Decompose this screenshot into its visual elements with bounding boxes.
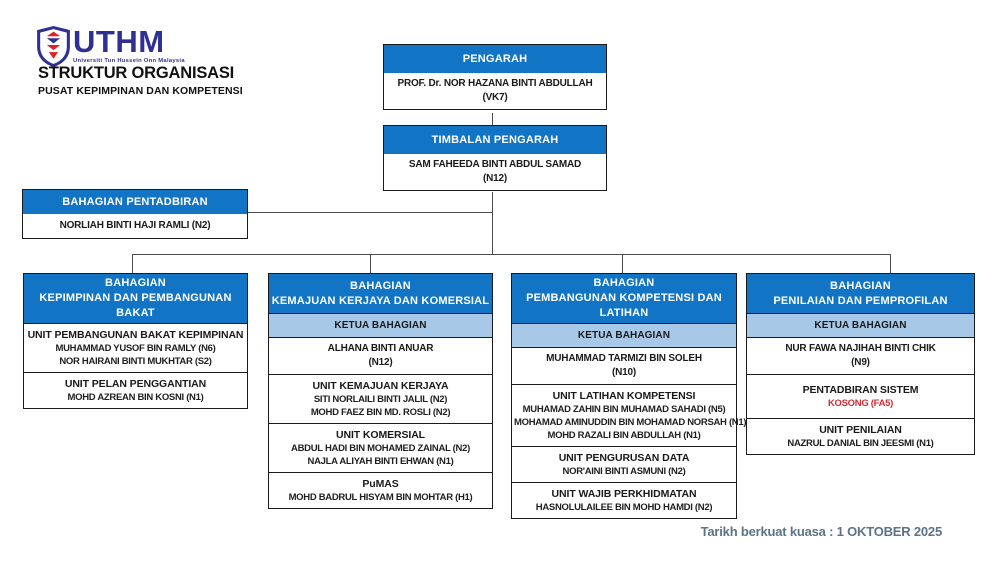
connector-main-horizontal: [132, 254, 891, 255]
unit-title: PENTADBIRAN SISTEM: [802, 384, 919, 396]
unit-member: HASNOLULAILEE BIN MOHD HAMDI (N2): [535, 502, 713, 513]
connector-drop-col2: [370, 254, 371, 273]
unit-title: UNIT PENGURUSAN DATA: [558, 452, 690, 464]
column-header-line2: KEPIMPINAN DAN PEMBANGUNAN BAKAT: [39, 292, 232, 319]
unit-member: NAJLA ALIYAH BINTI EHWAN (N1): [307, 456, 454, 467]
column-header-line1: BAHAGIAN: [350, 279, 411, 292]
effective-date: Tarikh berkuat kuasa : 1 OKTOBER 2025: [700, 524, 943, 539]
unit-member: ABDUL HADI BIN MOHAMED ZAINAL (N2): [291, 443, 470, 454]
column-header: BAHAGIAN PEMBANGUNAN KOMPETENSI DAN LATI…: [512, 274, 736, 323]
unit-section: UNIT WAJIB PERKHIDMATAN HASNOLULAILEE BI…: [512, 482, 736, 518]
column-header-line2: PENILAIAN DAN PEMPROFILAN: [773, 294, 948, 307]
column-header: BAHAGIAN KEPIMPINAN DAN PEMBANGUNAN BAKA…: [24, 274, 247, 323]
org-box-bahagian-penilaian: BAHAGIAN PENILAIAN DAN PEMPROFILAN KETUA…: [746, 273, 975, 455]
column-header-line2: KEMAJUAN KERJAYA DAN KOMERSIAL: [271, 294, 490, 307]
pentadbiran-name: NORLIAH BINTI HAJI RAMLI (N2): [59, 220, 211, 231]
pentadbiran-title: BAHAGIAN PENTADBIRAN: [23, 190, 247, 214]
unit-section: UNIT PENGURUSAN DATA NOR'AINI BINTI ASMU…: [512, 446, 736, 482]
unit-member-vacant: KOSONG (FA5): [827, 398, 893, 409]
ketua-name: ALHANA BINTI ANUAR: [327, 343, 434, 354]
pengarah-title: PENGARAH: [384, 45, 606, 73]
page-title: STRUKTUR ORGANISASI: [38, 64, 235, 82]
uthm-shield-icon: [37, 26, 70, 67]
connector-pentadbiran: [248, 212, 493, 213]
ketua-bahagian-bar: KETUA BAHAGIAN: [747, 313, 974, 337]
org-box-pengarah: PENGARAH PROF. Dr. NOR HAZANA BINTI ABDU…: [383, 44, 607, 110]
unit-section: PuMAS MOHD BADRUL HISYAM BIN MOHTAR (H1): [269, 472, 492, 508]
ketua-name: MUHAMMAD TARMIZI BIN SOLEH: [546, 353, 702, 364]
unit-title: UNIT PENILAIAN: [819, 424, 902, 436]
ketua-grade: (N12): [368, 357, 393, 368]
connector-drop-col1: [132, 254, 133, 273]
unit-title: UNIT PEMBANGUNAN BAKAT KEPIMPINAN: [27, 329, 244, 341]
unit-section: UNIT PELAN PENGGANTIAN MOHD AZREAN BIN K…: [24, 372, 247, 408]
ketua-bahagian-bar: KETUA BAHAGIAN: [512, 323, 736, 347]
unit-member: NAZRUL DANIAL BIN JEESMI (N1): [787, 438, 934, 449]
column-header-line1: BAHAGIAN: [593, 277, 655, 289]
unit-section: UNIT PENILAIAN NAZRUL DANIAL BIN JEESMI …: [747, 418, 974, 454]
ketua-name: NUR FAWA NAJIHAH BINTI CHIK: [785, 343, 936, 354]
connector-pengarah-timbalan: [492, 113, 493, 125]
unit-member: NOR'AINI BINTI ASMUNI (N2): [562, 466, 686, 477]
unit-member: SITI NORLAILI BINTI JALIL (N2): [313, 394, 448, 405]
uthm-logo: UTHM Universiti Tun Hussein Onn Malaysia: [37, 26, 185, 67]
timbalan-name: SAM FAHEEDA BINTI ABDUL SAMAD: [408, 159, 582, 170]
logo-acronym: UTHM: [73, 24, 165, 59]
column-header-line1: BAHAGIAN: [830, 279, 891, 292]
unit-title: PuMAS: [362, 478, 399, 490]
column-header-line1: BAHAGIAN: [105, 277, 166, 289]
ketua-bahagian-bar: KETUA BAHAGIAN: [269, 313, 492, 337]
page-subtitle: PUSAT KEPIMPINAN DAN KOMPETENSI: [38, 85, 243, 97]
connector-drop-col4: [890, 254, 891, 273]
unit-member: MOHD FAEZ BIN MD. ROSLI (N2): [310, 407, 451, 418]
org-box-pentadbiran: BAHAGIAN PENTADBIRAN NORLIAH BINTI HAJI …: [22, 189, 248, 239]
unit-title: UNIT KOMERSIAL: [335, 429, 425, 441]
connector-drop-col3: [622, 254, 623, 273]
unit-section: PENTADBIRAN SISTEM KOSONG (FA5): [747, 374, 974, 418]
column-header: BAHAGIAN KEMAJUAN KERJAYA DAN KOMERSIAL: [269, 274, 492, 313]
connector-timbalan-main: [492, 192, 493, 254]
org-box-bahagian-kemajuan: BAHAGIAN KEMAJUAN KERJAYA DAN KOMERSIAL …: [268, 273, 493, 509]
timbalan-grade: (N12): [482, 173, 507, 184]
unit-member: MOHD BADRUL HISYAM BIN MOHTAR (H1): [288, 492, 473, 503]
unit-title: UNIT WAJIB PERKHIDMATAN: [551, 488, 697, 500]
unit-section: UNIT KEMAJUAN KERJAYA SITI NORLAILI BINT…: [269, 374, 492, 423]
unit-member: MOHD AZREAN BIN KOSNI (N1): [67, 392, 204, 403]
unit-member: MOHD RAZALI BIN ABDULLAH (N1): [547, 430, 701, 441]
unit-section: UNIT LATIHAN KOMPETENSI MUHAMAD ZAHIN BI…: [512, 384, 747, 446]
column-header-line2: PEMBANGUNAN KOMPETENSI DAN LATIHAN: [526, 292, 722, 319]
timbalan-title: TIMBALAN PENGARAH: [384, 126, 606, 154]
ketua-grade: (N10): [611, 367, 636, 378]
unit-section: UNIT KOMERSIAL ABDUL HADI BIN MOHAMED ZA…: [269, 423, 492, 472]
unit-title: UNIT PELAN PENGGANTIAN: [64, 378, 207, 390]
unit-member: NOR HAIRANI BINTI MUKHTAR (S2): [59, 356, 212, 367]
org-box-timbalan-pengarah: TIMBALAN PENGARAH SAM FAHEEDA BINTI ABDU…: [383, 125, 607, 191]
unit-title: UNIT KEMAJUAN KERJAYA: [312, 380, 449, 392]
logo-tagline: Universiti Tun Hussein Onn Malaysia: [73, 58, 185, 64]
column-header: BAHAGIAN PENILAIAN DAN PEMPROFILAN: [747, 274, 974, 313]
ketua-grade: (N9): [851, 357, 870, 368]
pengarah-grade: (VK7): [482, 92, 508, 103]
unit-member: MUHAMMAD YUSOF BIN RAMLY (N6): [55, 343, 216, 354]
unit-title: UNIT LATIHAN KOMPETENSI: [552, 390, 696, 402]
unit-member: MUHAMAD ZAHIN BIN MUHAMAD SAHADI (N5): [522, 404, 726, 415]
pengarah-name: PROF. Dr. NOR HAZANA BINTI ABDULLAH: [397, 78, 593, 89]
unit-member: MOHAMAD AMINUDDIN BIN MOHAMAD NORSAH (N1…: [514, 417, 747, 428]
org-box-bahagian-kompetensi: BAHAGIAN PEMBANGUNAN KOMPETENSI DAN LATI…: [511, 273, 747, 519]
org-box-bahagian-kepimpinan: BAHAGIAN KEPIMPINAN DAN PEMBANGUNAN BAKA…: [23, 273, 248, 409]
unit-section: UNIT PEMBANGUNAN BAKAT KEPIMPINAN MUHAMM…: [24, 323, 247, 372]
